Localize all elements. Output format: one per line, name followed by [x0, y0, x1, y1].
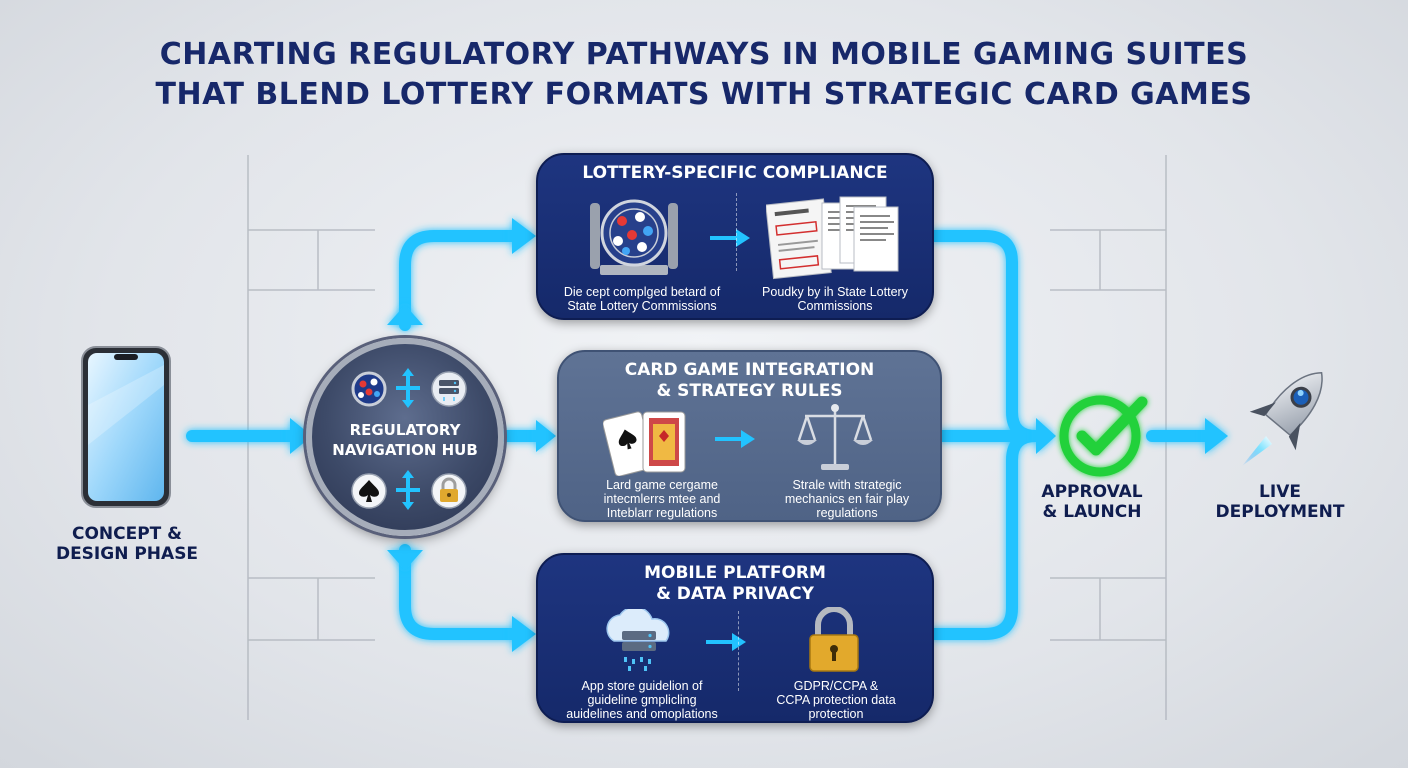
- concept-label-line2: DESIGN PHASE: [55, 544, 199, 564]
- concept-stage-label: CONCEPT & DESIGN PHASE: [30, 524, 224, 564]
- title-line-1: CHARTING REGULATORY PATHWAYS IN MOBILE G…: [159, 37, 1249, 72]
- mobile-box-title-line2: & DATA PRIVACY: [656, 584, 814, 604]
- smartphone-icon: [80, 345, 172, 509]
- mobile-left-caption-line3: auidelines and omoplations: [566, 707, 718, 721]
- card-left-caption: Lard game cergame intecmlerrs mtee and I…: [567, 478, 757, 520]
- hub-arrows-top-icon: [392, 368, 424, 413]
- cloud-server-icon: [596, 606, 682, 680]
- mobile-box-title-line1: MOBILE PLATFORM: [644, 563, 826, 583]
- card-right-caption-line3: regulations: [816, 506, 878, 520]
- lottery-drum-icon: [350, 370, 388, 413]
- lottery-box-divider: [736, 193, 738, 271]
- rocket-icon: [1232, 358, 1342, 475]
- server-icon: [430, 370, 468, 413]
- lottery-left-caption-line1: Die cept complged betard of: [563, 285, 721, 299]
- mobile-right-caption: GDPR/CCPA & CCPA protection data protect…: [742, 679, 930, 721]
- lottery-left-caption: Die cept complged betard of State Lotter…: [544, 285, 740, 313]
- mobile-left-caption: App store guidelion of guideline gmplicl…: [544, 679, 740, 721]
- approval-stage-label: APPROVAL & LAUNCH: [1030, 482, 1154, 522]
- checkmark-icon: [1054, 388, 1154, 489]
- card-left-caption-line1: Lard game cergame: [606, 478, 718, 492]
- card-game-integration-box: CARD GAME INTEGRATION & STRATEGY RULES: [557, 350, 942, 522]
- hub-padlock-icon: [430, 472, 468, 515]
- card-box-title: CARD GAME INTEGRATION & STRATEGY RULES: [559, 360, 940, 402]
- glow-arrows: [186, 230, 1211, 640]
- padlock-icon: [804, 606, 864, 678]
- card-left-caption-line3: Inteblarr regulations: [606, 506, 718, 520]
- card-box-title-line1: CARD GAME INTEGRATION: [624, 360, 875, 380]
- regulatory-navigation-hub: REGULATORY NAVIGATION HUB: [306, 338, 504, 536]
- mobile-right-caption-line2: CCPA protection data: [776, 693, 896, 707]
- title-line-2: THAT BLEND LOTTERY FORMATS WITH STRATEGI…: [155, 77, 1253, 112]
- live-label-line1: LIVE: [1259, 482, 1301, 502]
- card-right-caption: Strale with strategic mechanics en fair …: [755, 478, 939, 520]
- lottery-drum-icon: [588, 195, 680, 284]
- mobile-box-title: MOBILE PLATFORM & DATA PRIVACY: [538, 563, 932, 605]
- concept-label-line1: CONCEPT &: [71, 524, 183, 544]
- card-right-caption-line2: mechanics en fair play: [784, 492, 910, 506]
- live-label-line2: DEPLOYMENT: [1215, 502, 1345, 522]
- flow-arrow-icon: [704, 631, 748, 658]
- mobile-left-caption-line2: guideline gmplicling: [587, 693, 697, 707]
- hub-label-line1: REGULATORY: [349, 421, 461, 439]
- mobile-left-caption-line1: App store guidelion of: [581, 679, 703, 693]
- lottery-right-caption: Poudky by ih State Lottery Commissions: [740, 285, 930, 313]
- lottery-compliance-box: LOTTERY-SPECIFIC COMPLIANCE: [536, 153, 934, 320]
- approval-label-line1: APPROVAL: [1041, 482, 1143, 502]
- mobile-platform-privacy-box: MOBILE PLATFORM & DATA PRIVACY App store…: [536, 553, 934, 723]
- flow-arrow-icon: [713, 428, 757, 455]
- lottery-box-title: LOTTERY-SPECIFIC COMPLIANCE: [582, 163, 888, 183]
- live-stage-label: LIVE DEPLOYMENT: [1200, 482, 1360, 522]
- arrow-heads: [290, 218, 1228, 652]
- documents-icon: [765, 193, 902, 286]
- lottery-right-caption-line1: Poudky by ih State Lottery: [762, 285, 908, 299]
- spade-icon: [350, 472, 388, 515]
- hub-label-line2: NAVIGATION HUB: [332, 441, 478, 459]
- mobile-right-caption-line1: GDPR/CCPA &: [793, 679, 879, 693]
- lottery-left-caption-line2: State Lottery Commissions: [567, 299, 717, 313]
- mobile-box-divider: [738, 611, 740, 691]
- hub-arrows-bottom-icon: [392, 470, 424, 515]
- card-right-caption-line1: Strale with strategic: [792, 478, 902, 492]
- card-box-title-line2: & STRATEGY RULES: [656, 381, 843, 401]
- flow-arrow-icon: [708, 227, 752, 254]
- playing-cards-icon: [602, 406, 695, 481]
- card-left-caption-line2: intecmlerrs mtee and: [603, 492, 721, 506]
- scales-icon: [793, 400, 877, 481]
- hub-label: REGULATORY NAVIGATION HUB: [312, 420, 498, 460]
- lottery-right-caption-line2: Commissions: [797, 299, 873, 313]
- mobile-right-caption-line3: protection: [808, 707, 864, 721]
- approval-label-line2: & LAUNCH: [1042, 502, 1142, 522]
